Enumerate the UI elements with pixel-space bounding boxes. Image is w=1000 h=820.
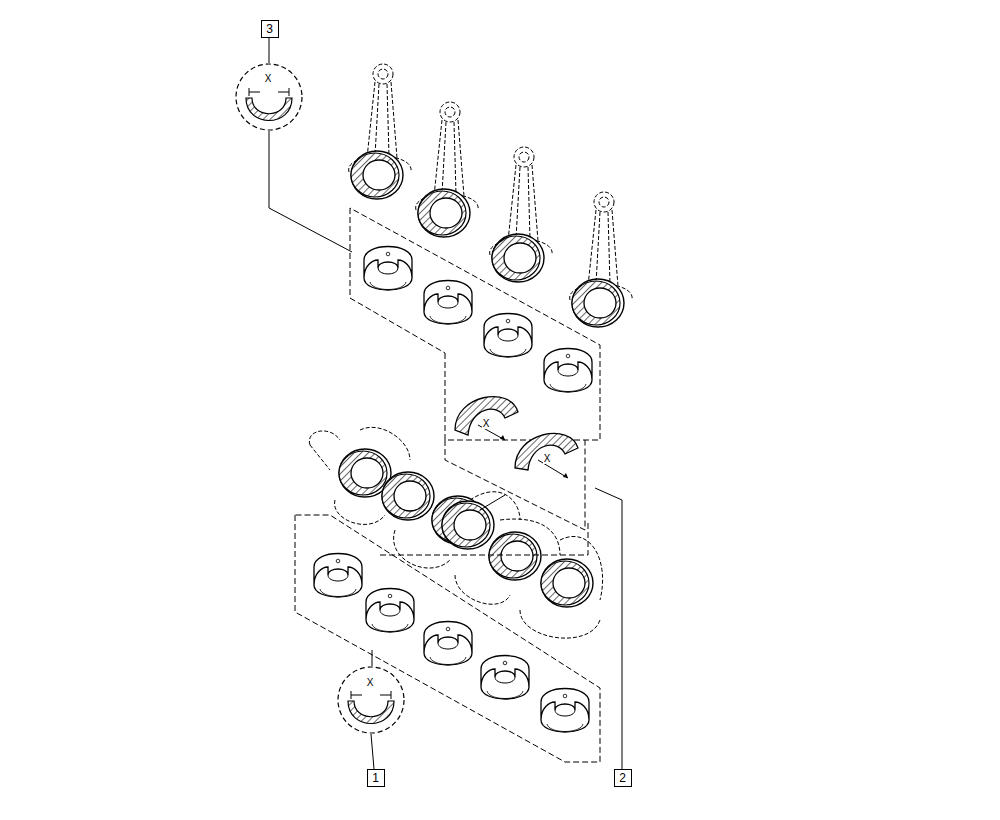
callout-box: 3 — [261, 20, 279, 38]
callout-number: 1 — [372, 772, 379, 784]
dimension-label: X — [482, 419, 491, 429]
callout-box: 1 — [367, 769, 385, 787]
dimension-label: X — [366, 678, 375, 688]
dimension-label: X — [543, 454, 552, 464]
callout-box: 2 — [614, 769, 632, 787]
callout-number: 2 — [619, 772, 626, 784]
callout-number: 3 — [266, 23, 273, 35]
dimension-label: X — [264, 74, 273, 84]
